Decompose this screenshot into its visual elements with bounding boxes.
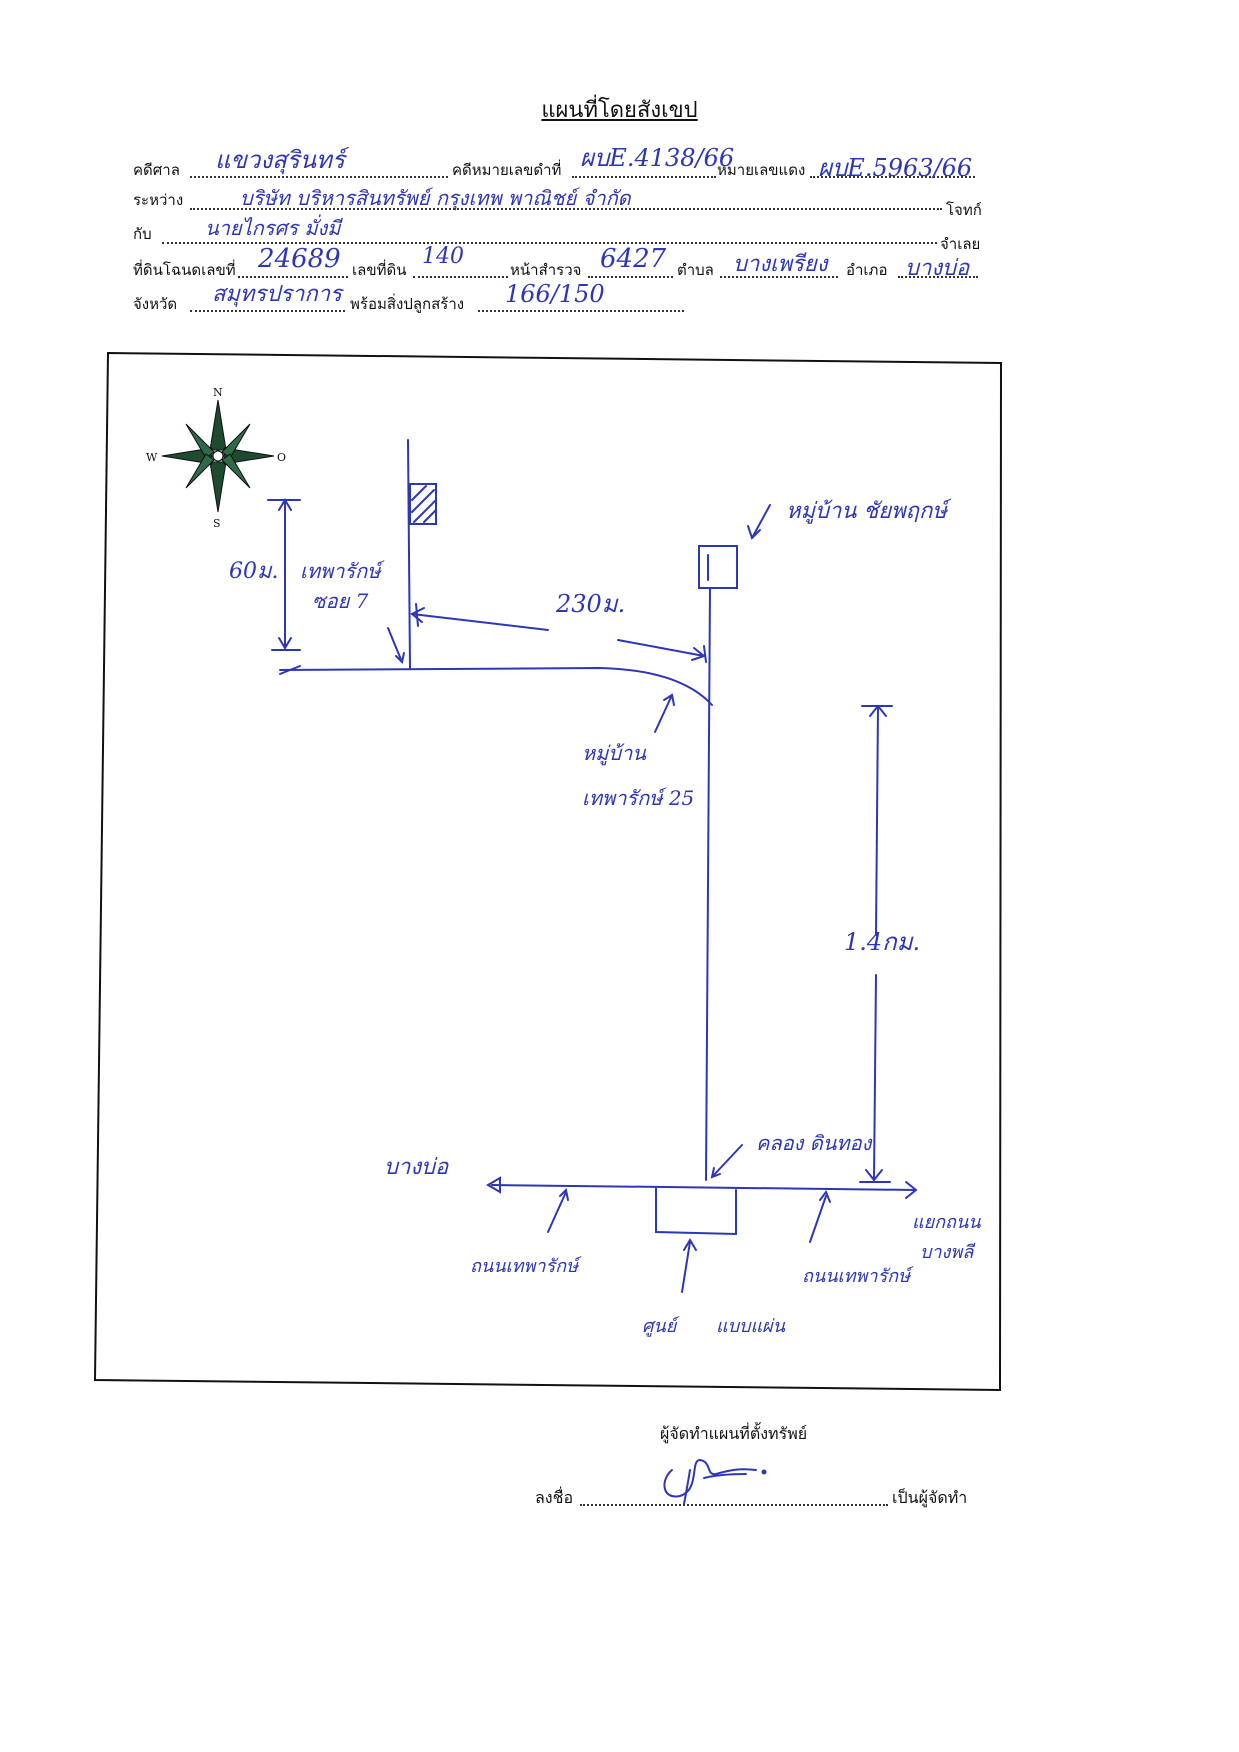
subdistrict-value: บางเพรียง: [733, 252, 828, 277]
red-case-label: หมายเลขแดง: [717, 161, 806, 179]
building-value: 166/150: [505, 280, 605, 308]
dist-60m-label: 60ม.: [229, 559, 279, 584]
shop-label-2: แบบแผ่น: [716, 1316, 786, 1337]
subdistrict-label: ตำบล: [677, 261, 714, 279]
shop-box: [655, 1187, 737, 1236]
preparer-title: ผู้จัดทำแผนที่ตั้งทรัพย์: [660, 1424, 808, 1443]
province-value: สมุทรปราการ: [212, 282, 342, 307]
between-value: บริษัท บริหารสินทรัพย์ กรุงเทพ พาณิชย์ จ…: [240, 186, 631, 210]
soi-label-2: ซอย 7: [312, 589, 369, 613]
compass-s-label: S: [213, 517, 221, 530]
dist-1-4km-label: 1.4กม.: [844, 928, 920, 956]
building-label: พร้อมสิ่งปลูกสร้าง: [350, 295, 465, 313]
sign-suffix: เป็นผู้จัดทำ: [892, 1488, 968, 1507]
red-case-dotline: [810, 176, 975, 178]
defendant-label: จำเลย: [940, 235, 981, 253]
junction-label-1: แยกถนน: [912, 1212, 981, 1233]
village-top-marker: [698, 545, 738, 589]
title-deed-dotline: [238, 276, 348, 278]
court-dotline: [190, 176, 448, 178]
property-marker: [409, 483, 437, 525]
province-label: จังหวัด: [133, 295, 178, 313]
village-mid-label-1: หมู่บ้าน: [582, 741, 647, 766]
village-road: [705, 587, 711, 1181]
sign-dotline: [580, 1504, 888, 1506]
province-dotline: [190, 310, 345, 312]
bang-bo-label: บางบ่อ: [384, 1155, 449, 1180]
subdistrict-dotline: [720, 276, 838, 278]
black-case-value: ผบE.4138/66: [580, 144, 735, 172]
road-west-arrow: [486, 1176, 501, 1194]
court-label: คดีศาล: [133, 161, 180, 179]
title-deed-label: ที่ดินโฉนดเลขที่: [133, 261, 236, 279]
bottom-road: [491, 1184, 917, 1191]
map-drawing: [267, 439, 918, 1293]
district-value: บางบ่อ: [905, 256, 970, 281]
dist-230m-label: 230ม.: [555, 590, 625, 618]
with-label: กับ: [133, 225, 152, 243]
map-border: [93, 351, 1003, 1392]
red-case-value: ผบE.5963/66: [818, 154, 973, 182]
village-mid-label-2: เทพารักษ์ 25: [582, 786, 694, 810]
black-case-label: คดีหมายเลขดำที่: [452, 161, 562, 179]
survey-page-dotline: [588, 276, 673, 278]
with-value: นายไกรศร มั่งมี: [205, 216, 341, 240]
district-dotline: [898, 276, 978, 278]
page-title: แผนที่โดยสังเขป: [0, 92, 1239, 127]
with-dotline: [162, 242, 937, 244]
black-case-dotline: [572, 176, 716, 178]
between-dotline: [190, 208, 942, 210]
sign-label: ลงชื่อ: [535, 1488, 574, 1507]
land-no-label: เลขที่ดิน: [352, 261, 407, 279]
between-label: ระหว่าง: [133, 191, 184, 209]
compass-rose-icon: [161, 399, 275, 513]
khlong-label: คลอง ดินทอง: [756, 1131, 873, 1155]
land-no-value: 140: [422, 244, 464, 269]
compass-n-label: N: [213, 386, 223, 399]
building-dotline: [478, 310, 684, 312]
soi-7-road: [407, 439, 411, 669]
road-left-label: ถนนเทพารักษ์: [470, 1256, 582, 1277]
signature-mark: [663, 1458, 767, 1505]
compass-w-label: W: [146, 451, 158, 464]
shop-label-1: ศูนย์: [642, 1316, 680, 1337]
district-label: อำเภอ: [846, 261, 888, 279]
road-right-label: ถนนเทพารักษ์: [802, 1266, 914, 1287]
court-value: แขวงสุรินทร์: [215, 146, 345, 174]
junction-label-2: บางพลี: [920, 1242, 976, 1263]
soi-label-1: เทพารักษ์: [300, 559, 385, 583]
survey-page-label: หน้าสำรวจ: [510, 261, 582, 279]
road-east-arrow: [905, 1181, 918, 1199]
plaintiff-label: โจทก์: [946, 201, 982, 219]
land-no-dotline: [413, 276, 508, 278]
compass-e-label: O: [277, 451, 286, 464]
main-road: [279, 666, 713, 706]
title-deed-value: 24689: [258, 244, 341, 274]
page-title-text: แผนที่โดยสังเขป: [541, 98, 698, 123]
survey-page-value: 6427: [600, 244, 667, 274]
village-top-label: หมู่บ้าน ชัยพฤกษ์: [786, 498, 952, 524]
